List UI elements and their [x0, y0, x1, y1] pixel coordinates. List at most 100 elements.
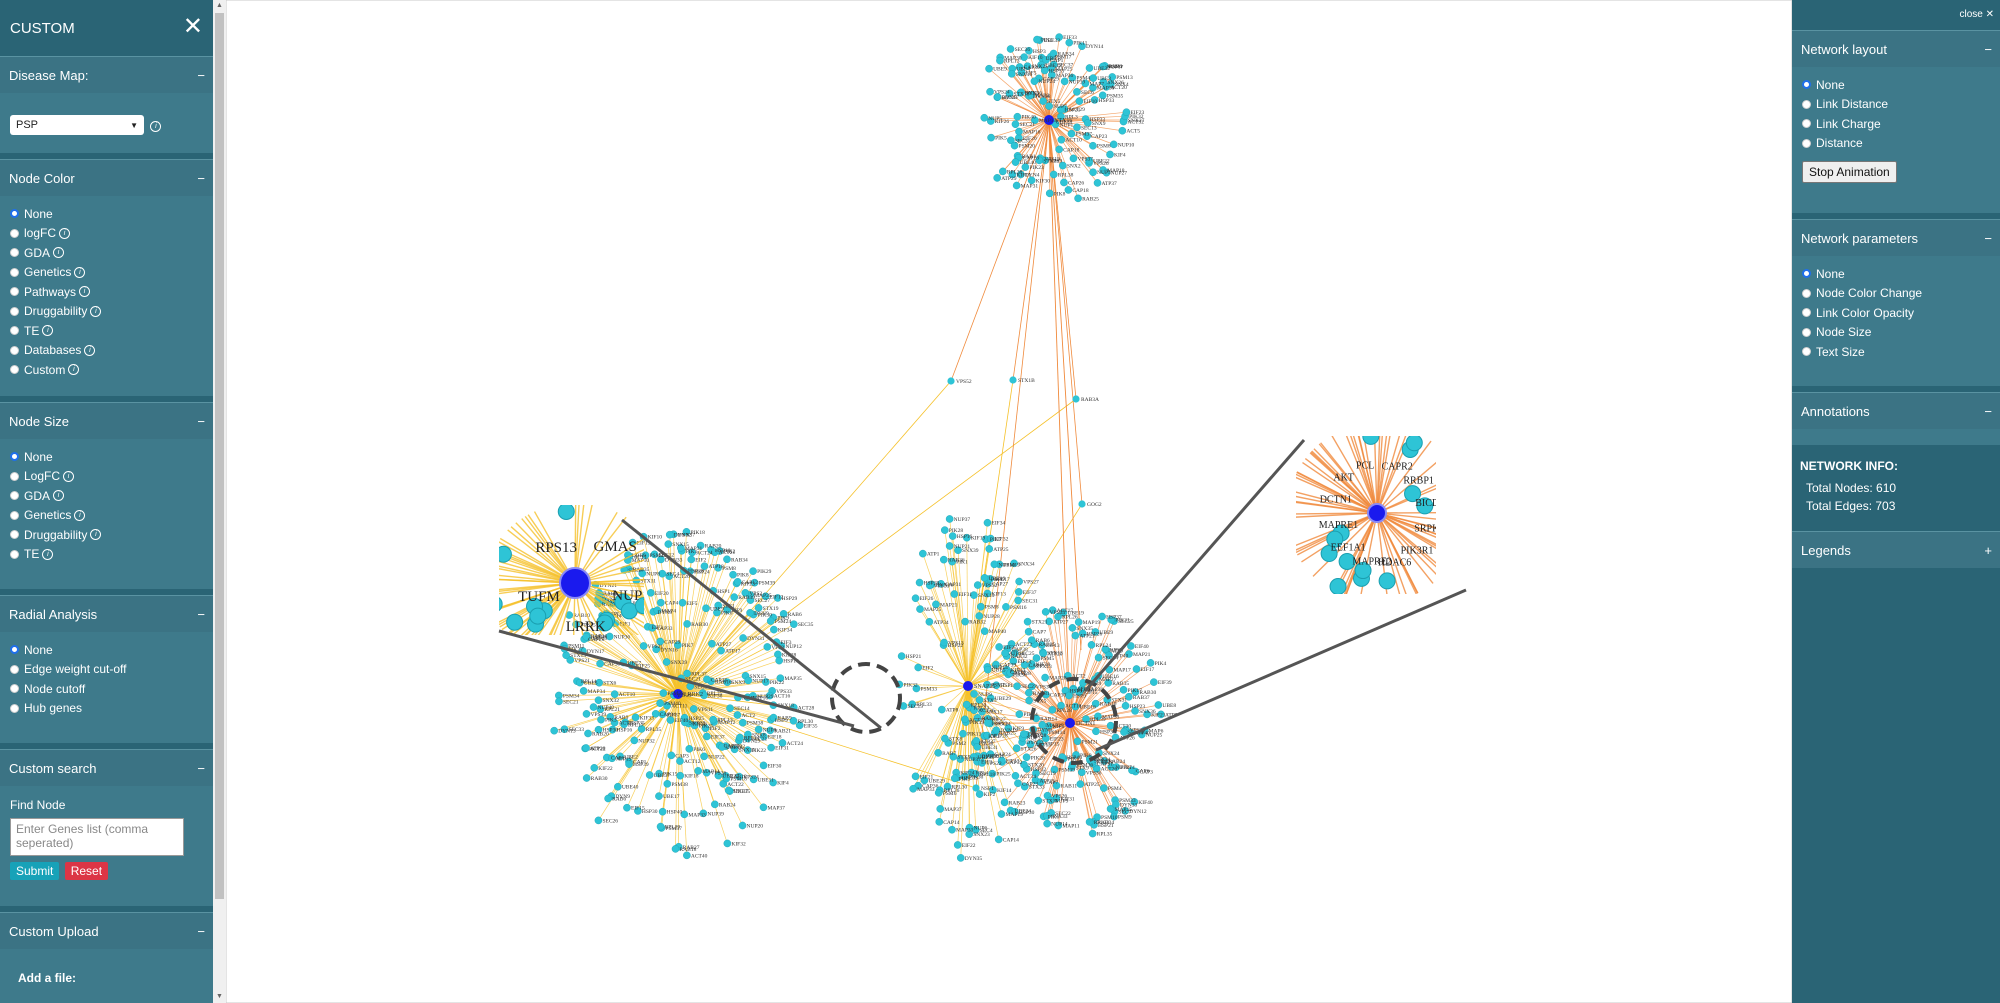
network-node[interactable] [1085, 156, 1093, 165]
network-node[interactable] [1131, 688, 1140, 696]
section-header-radial-analysis[interactable]: Radial Analysis − [0, 595, 213, 632]
network-node[interactable] [634, 807, 642, 815]
network-node[interactable] [703, 675, 711, 684]
network-node[interactable] [925, 581, 934, 590]
network-node[interactable] [723, 555, 731, 564]
network-node[interactable] [975, 696, 984, 704]
expand-icon[interactable]: + [1984, 542, 1992, 558]
network-node[interactable] [594, 696, 603, 704]
network-node[interactable] [703, 732, 711, 741]
network-node[interactable] [962, 700, 971, 709]
network-node[interactable] [1052, 781, 1061, 790]
network-node[interactable] [664, 540, 673, 548]
network-node[interactable] [1110, 812, 1118, 821]
network-node[interactable] [1039, 97, 1047, 105]
network-node[interactable] [938, 705, 946, 714]
network-node[interactable] [1088, 829, 1097, 838]
network-node[interactable] [736, 733, 744, 742]
zoom-node[interactable] [596, 614, 614, 632]
network-node[interactable] [790, 620, 798, 628]
network-node[interactable] [945, 542, 954, 550]
network-node[interactable] [576, 678, 584, 687]
network-node[interactable] [1012, 744, 1021, 753]
network-node[interactable] [1143, 710, 1151, 719]
network-node[interactable] [970, 706, 978, 714]
radio-button[interactable] [10, 664, 19, 674]
network-node[interactable] [980, 574, 989, 582]
network-node[interactable] [978, 707, 986, 716]
network-node[interactable] [986, 750, 995, 758]
radio-button[interactable] [1802, 80, 1811, 90]
network-node[interactable] [723, 839, 732, 848]
network-node[interactable] [1090, 96, 1099, 104]
network-node[interactable] [1012, 181, 1021, 190]
network-node[interactable] [714, 563, 722, 572]
network-node[interactable] [769, 713, 778, 722]
network-node[interactable] [631, 713, 640, 722]
network-node[interactable] [1054, 612, 1062, 621]
network-node[interactable] [763, 643, 772, 651]
hub-node[interactable] [1065, 718, 1075, 728]
network-node[interactable] [971, 770, 980, 778]
network-node[interactable] [744, 730, 752, 739]
network-node[interactable] [941, 734, 949, 743]
network-node[interactable] [912, 684, 921, 693]
network-node[interactable] [775, 656, 784, 665]
radio-button[interactable] [10, 491, 19, 501]
zoom-hub-node[interactable] [559, 567, 591, 599]
section-header-network-parameters[interactable]: Network parameters − [1792, 219, 2000, 256]
network-node[interactable] [963, 533, 971, 542]
network-node[interactable] [1108, 73, 1117, 81]
network-node[interactable] [1002, 603, 1010, 611]
radio-option-text-size[interactable]: Text Size [1802, 342, 1990, 362]
network-node[interactable] [641, 551, 650, 560]
network-node[interactable] [1033, 35, 1041, 44]
radio-option-link-charge[interactable]: Link Charge [1802, 114, 1990, 134]
network-node[interactable] [1004, 724, 1013, 732]
network-node[interactable] [973, 581, 982, 589]
network-node[interactable] [730, 745, 739, 754]
collapse-icon[interactable]: − [197, 923, 205, 939]
hub-node[interactable] [673, 689, 683, 699]
network-node[interactable] [715, 547, 724, 555]
network-node[interactable] [987, 133, 995, 142]
network-node[interactable] [975, 790, 984, 798]
network-node[interactable] [1032, 654, 1041, 662]
network-node[interactable] [1093, 179, 1102, 187]
collapse-icon[interactable]: − [1984, 41, 1992, 57]
radio-option-node-cutoff[interactable]: Node cutoff [10, 679, 203, 699]
network-node[interactable] [1083, 119, 1092, 127]
network-node[interactable] [934, 749, 942, 757]
network-node[interactable] [589, 703, 598, 711]
network-node[interactable] [1011, 771, 1020, 780]
radio-button[interactable] [10, 248, 19, 258]
network-node[interactable] [986, 694, 995, 702]
zoom-node[interactable] [486, 596, 503, 612]
network-node[interactable] [925, 617, 934, 626]
network-node[interactable] [911, 594, 920, 603]
network-node[interactable] [1092, 764, 1101, 773]
network-node[interactable] [1011, 120, 1020, 128]
network-node[interactable] [945, 515, 954, 523]
network-node[interactable] [970, 690, 978, 698]
bridge-node[interactable] [1009, 376, 1017, 384]
network-node[interactable] [1007, 70, 1016, 78]
network-node[interactable] [653, 606, 662, 615]
network-node[interactable] [655, 769, 663, 778]
radio-option-none[interactable]: None [1802, 264, 1990, 284]
network-node[interactable] [1068, 624, 1077, 632]
network-node[interactable] [746, 596, 755, 604]
network-node[interactable] [582, 744, 590, 752]
network-node[interactable] [984, 719, 992, 727]
network-node[interactable] [779, 610, 788, 618]
network-node[interactable] [1048, 706, 1057, 714]
network-node[interactable] [1107, 615, 1116, 624]
network-node[interactable] [655, 792, 663, 800]
radio-option-node-size[interactable]: Node Size [1802, 323, 1990, 343]
network-node[interactable] [789, 716, 798, 725]
network-node[interactable] [1022, 753, 1031, 762]
network-node[interactable] [1059, 608, 1068, 617]
